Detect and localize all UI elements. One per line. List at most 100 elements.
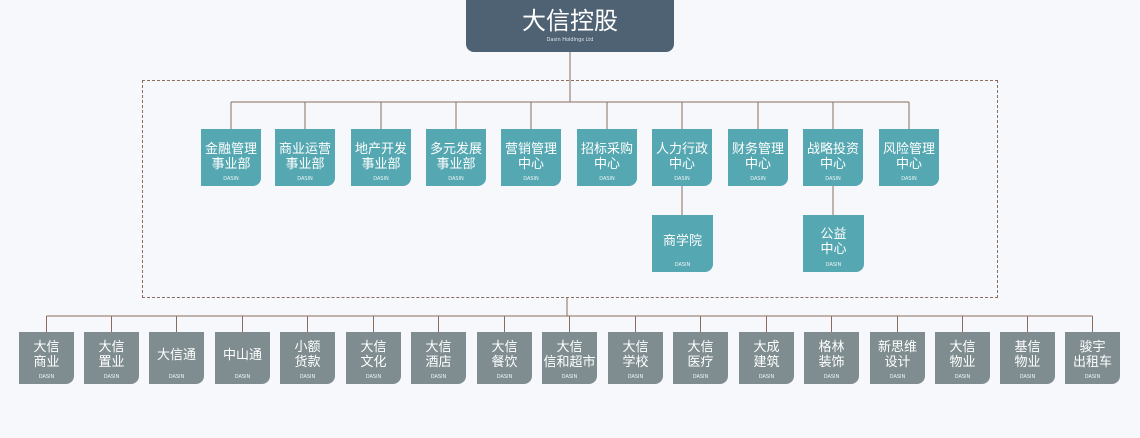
department-node-tag: DASIN: [223, 176, 239, 182]
sub-unit-node-label-line1: 公益: [820, 227, 847, 242]
root-title: 大信控股: [522, 7, 618, 35]
company-node-label-line2: 物业: [949, 355, 976, 370]
department-node: 人力行政中心 DASIN: [652, 129, 712, 186]
department-node-tag: DASIN: [599, 176, 615, 182]
company-node-label-line1: 大信: [622, 340, 649, 355]
department-node: 招标采购中心 DASIN: [577, 129, 637, 186]
company-node-label-line2: 置业: [98, 355, 125, 370]
company-node-tag: DASIN: [299, 374, 316, 380]
company-node-tag: DASIN: [954, 374, 971, 380]
department-node-label-line2: 事业部: [285, 157, 325, 172]
department-node-label-line1: 招标采购: [580, 142, 633, 157]
department-node-label-line1: 风险管理: [882, 142, 935, 157]
department-node: 商业运营事业部 DASIN: [275, 129, 335, 186]
company-node-label-line2: 出租车: [1072, 355, 1112, 370]
company-node-tag: DASIN: [38, 374, 55, 380]
department-node-label-line2: 中心: [668, 157, 695, 172]
company-node-label-line1: 大信: [556, 340, 583, 355]
company-node-tag: DASIN: [692, 374, 709, 380]
department-node-label-line1: 商业运营: [278, 142, 331, 157]
department-node-label-line1: 人力行政: [655, 142, 708, 157]
company-node-label-line1: 大信: [687, 340, 714, 355]
department-node-label-line1: 金融管理: [204, 142, 257, 157]
company-node-label-line1: 格林: [818, 340, 845, 355]
company-node-tag: DASIN: [365, 374, 382, 380]
department-node-tag: DASIN: [373, 176, 389, 182]
company-node: 骏宇出租车 DASIN: [1065, 332, 1120, 384]
company-node-tag: DASIN: [627, 374, 644, 380]
department-node-tag: DASIN: [901, 176, 917, 182]
company-node-tag: DASIN: [758, 374, 775, 380]
company-node-tag: DASIN: [1084, 374, 1101, 380]
department-node: 风险管理中心 DASIN: [879, 129, 939, 186]
company-node-tag: DASIN: [823, 374, 840, 380]
department-node-label-line1: 财务管理: [731, 142, 784, 157]
company-node-label-line1: 大成: [753, 340, 780, 355]
company-node-label-line1: 新思维: [877, 340, 917, 355]
sub-unit-node-label-line2: 中心: [820, 242, 847, 257]
sub-unit-node-label-line1: 商学院: [662, 234, 702, 249]
company-node: 格林装饰 DASIN: [804, 332, 859, 384]
company-node-label-line2: 酒店: [425, 355, 452, 370]
department-node-label-line2: 中心: [593, 157, 620, 172]
company-node-label-line1: 大信: [98, 340, 125, 355]
department-node-tag: DASIN: [674, 176, 690, 182]
company-node-tag: DASIN: [430, 374, 447, 380]
company-node-label-line2: 医疗: [687, 355, 714, 370]
department-node-tag: DASIN: [297, 176, 313, 182]
company-node-label-line1: 基信: [1014, 340, 1041, 355]
department-node-tag: DASIN: [825, 176, 841, 182]
department-node-label-line2: 事业部: [361, 157, 401, 172]
department-node-label-line1: 营销管理: [504, 142, 557, 157]
company-node-tag: DASIN: [561, 374, 578, 380]
company-node: 大信医疗 DASIN: [673, 332, 728, 384]
company-node-label-line1: 大信: [425, 340, 452, 355]
department-node-label-line2: 事业部: [211, 157, 251, 172]
company-node-label-line2: 文化: [360, 355, 387, 370]
company-node-label-line2: 货款: [294, 355, 321, 370]
company-node-label-line2: 装饰: [818, 355, 845, 370]
company-node-label-line1: 大信通: [156, 348, 196, 363]
company-node: 大信文化 DASIN: [346, 332, 401, 384]
department-node-label-line2: 中心: [895, 157, 922, 172]
department-node-label-line1: 多元发展: [429, 142, 482, 157]
company-node: 大信学校 DASIN: [608, 332, 663, 384]
company-node: 中山通 DASIN: [215, 332, 270, 384]
company-node-label-line1: 大信: [491, 340, 518, 355]
company-node-label-line2: 设计: [884, 355, 911, 370]
company-node-label-line2: 餐饮: [491, 355, 518, 370]
headquarters-dashed-group: [142, 80, 998, 298]
company-node: 小额货款 DASIN: [280, 332, 335, 384]
root-node: 大信控股 Dasin Holdings Ltd: [466, 0, 674, 52]
department-node-label-line1: 地产开发: [354, 142, 407, 157]
company-node-label-line1: 小额: [294, 340, 321, 355]
department-node-label-line1: 战略投资: [806, 142, 859, 157]
company-node-label-line1: 中山通: [222, 348, 262, 363]
company-node-label-line1: 大信: [360, 340, 387, 355]
company-node-tag: DASIN: [234, 374, 251, 380]
company-node-label-line1: 骏宇: [1079, 340, 1106, 355]
department-node: 地产开发事业部 DASIN: [351, 129, 411, 186]
company-node-label-line2: 学校: [622, 355, 649, 370]
company-node: 大信置业 DASIN: [84, 332, 139, 384]
department-node: 金融管理事业部 DASIN: [201, 129, 261, 186]
company-node-tag: DASIN: [103, 374, 120, 380]
department-node-label-line2: 中心: [517, 157, 544, 172]
company-node-label-line2: 物业: [1014, 355, 1041, 370]
department-node-tag: DASIN: [750, 176, 766, 182]
department-node-tag: DASIN: [448, 176, 464, 182]
